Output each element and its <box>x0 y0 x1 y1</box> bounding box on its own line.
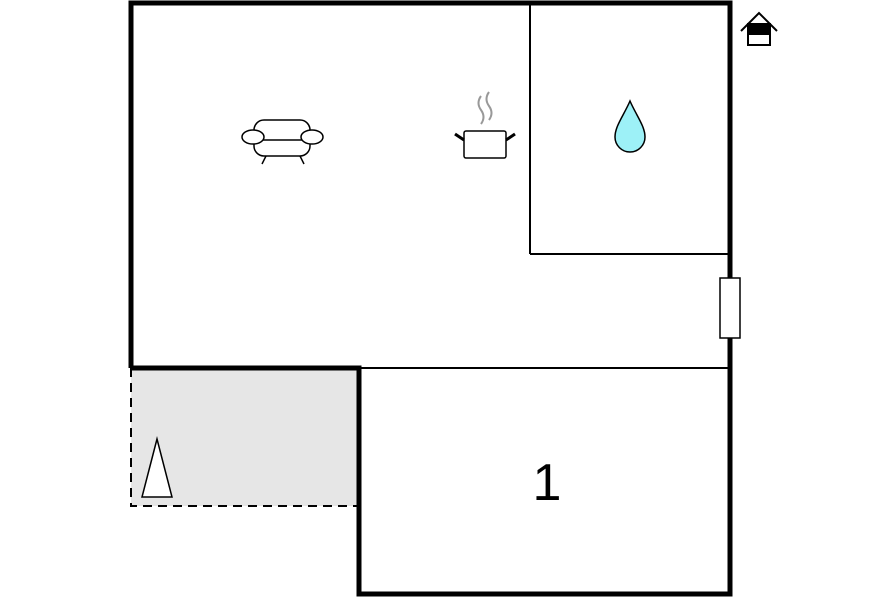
interior-walls <box>359 3 730 369</box>
bedroom-label: 1 <box>533 454 562 512</box>
sofa-icon <box>241 119 324 165</box>
house-entrance-icon <box>740 11 778 46</box>
parasol-icon <box>141 436 173 498</box>
exterior-walls <box>128 0 733 597</box>
door-icon <box>719 277 741 339</box>
water-drop-icon <box>614 99 646 153</box>
cooking-pot-icon <box>454 91 516 159</box>
